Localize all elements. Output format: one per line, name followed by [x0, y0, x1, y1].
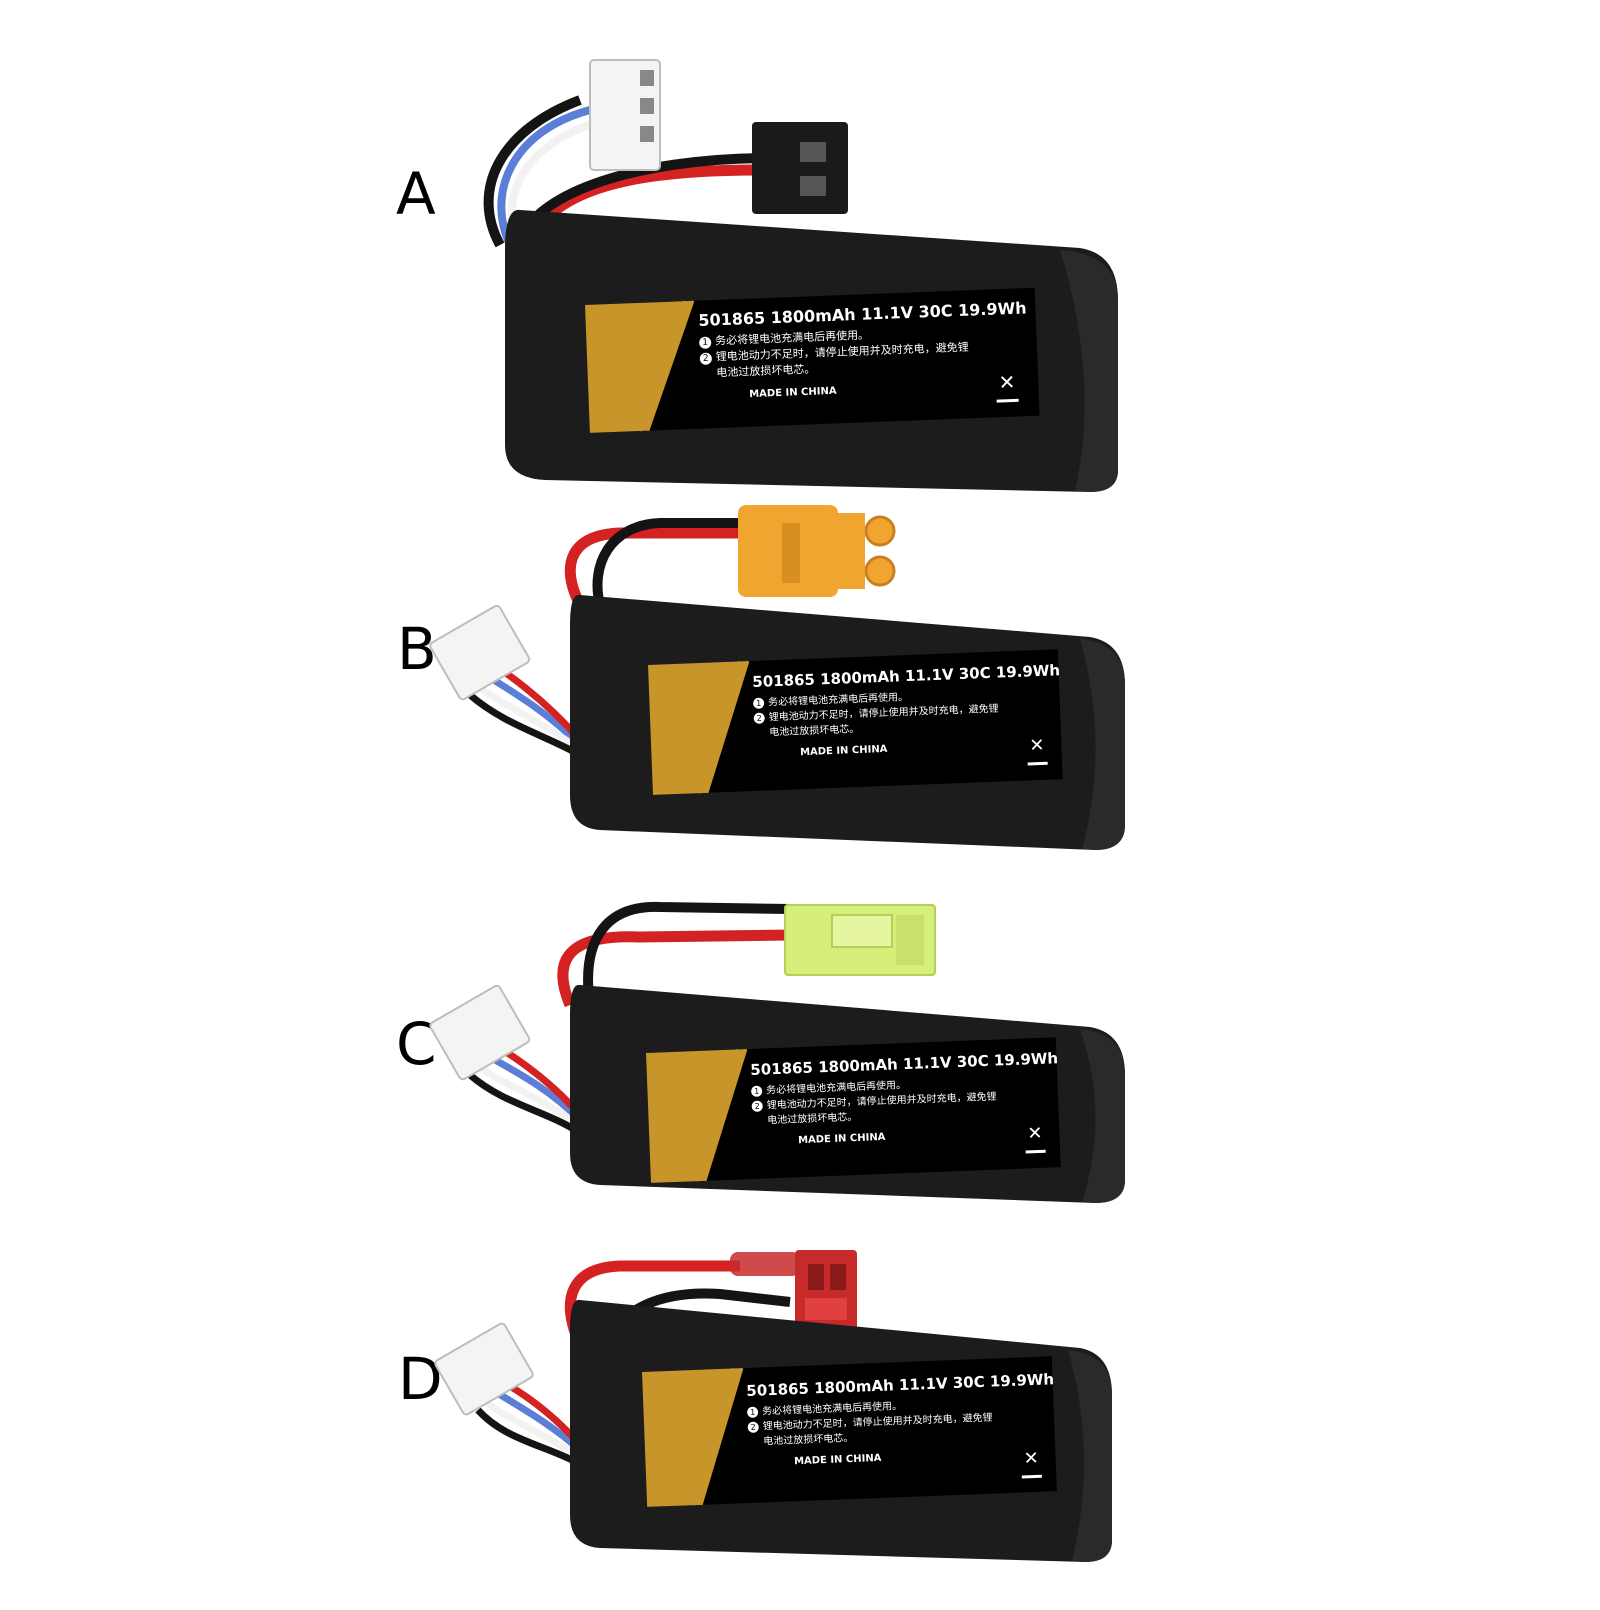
balance-plug-icon — [589, 59, 661, 171]
step-1-number: 1 — [698, 336, 712, 349]
battery-image — [434, 1250, 1112, 1562]
step-2-number: 2 — [751, 1100, 763, 1112]
variant-letter: B — [397, 615, 437, 683]
battery-variant-d: D 501865 1800mAh 11.1V 30C 19.9Wh — [0, 1250, 1600, 1610]
weee-bin-icon: ✕ — [1024, 1123, 1046, 1154]
weee-bin-icon: ✕ — [1020, 1448, 1042, 1479]
battery-image — [429, 505, 1125, 850]
battery-variant-b: B 501865 1800mAh 11.1V 30C 19.9Wh — [0, 505, 1600, 865]
battery-image — [429, 901, 1125, 1203]
battery-label — [648, 649, 1063, 795]
battery-label — [646, 1037, 1061, 1183]
t-plug-connector-icon — [795, 1250, 857, 1332]
battery-label — [642, 1356, 1057, 1507]
sm-connector-icon — [752, 122, 848, 214]
variant-letter: A — [396, 160, 436, 228]
step-1-number: 1 — [750, 1085, 763, 1097]
battery-label — [585, 287, 1040, 433]
step-1-number: 1 — [752, 697, 765, 709]
weee-bin-icon: ✕ — [995, 370, 1019, 403]
variant-letter: D — [398, 1345, 443, 1413]
step-2-number: 2 — [699, 352, 713, 365]
balance-plug-icon — [429, 604, 531, 701]
battery-image — [483, 59, 1118, 492]
balance-plug-icon — [429, 984, 531, 1081]
xt30-connector-icon — [738, 505, 896, 597]
balance-plug-icon — [434, 1322, 534, 1416]
step-2-number: 2 — [753, 712, 765, 724]
tamiya-connector-icon — [784, 904, 936, 976]
step-2-number: 2 — [747, 1421, 759, 1433]
weee-bin-icon: ✕ — [1026, 735, 1048, 766]
step-1-number: 1 — [746, 1406, 759, 1418]
